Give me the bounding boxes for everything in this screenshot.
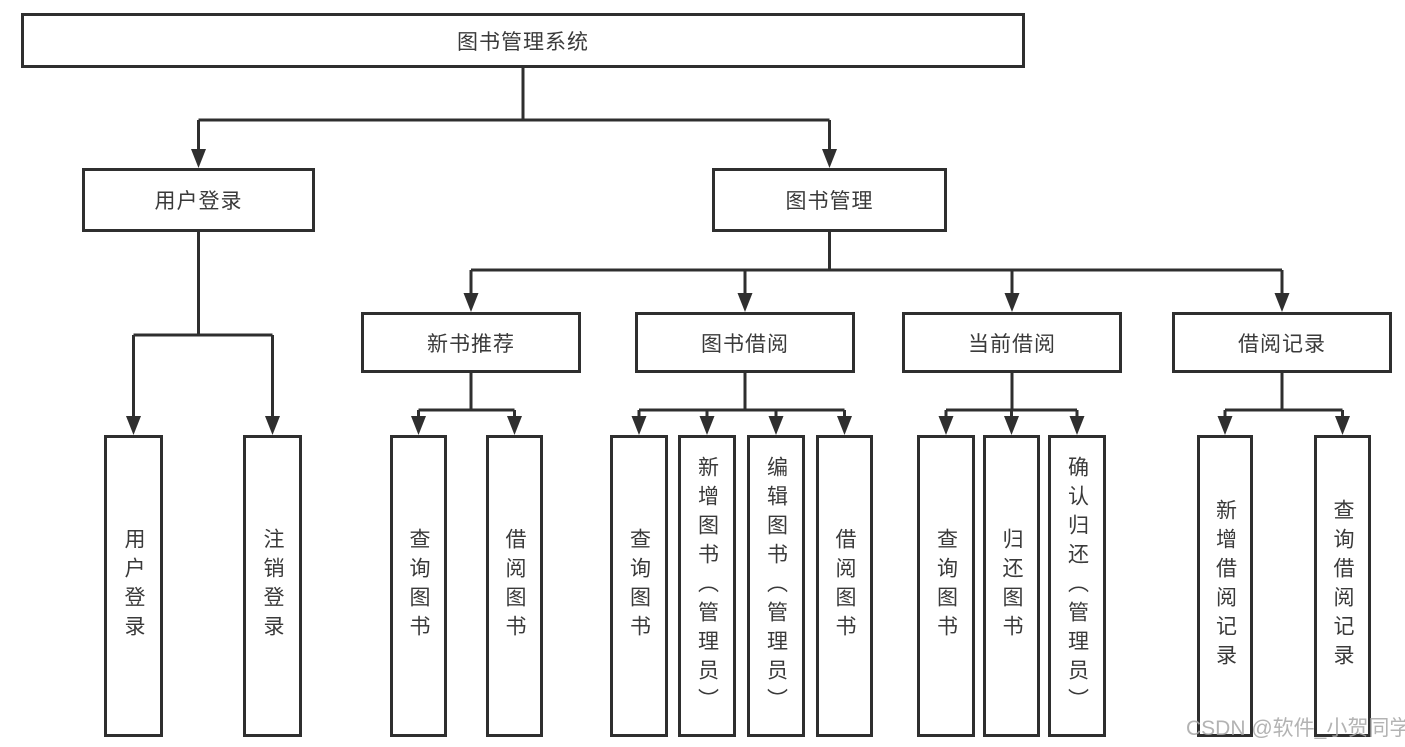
leaf-user-logout: 注销登录 [243,435,302,737]
node-root-system: 图书管理系统 [21,13,1025,68]
node-label: 新增图书（管理员） [695,455,719,717]
connector-login-to-leaves [132,232,274,418]
leaf-user-login: 用户登录 [104,435,163,737]
connector-borrow-to-leaves [637,373,846,418]
node-book-borrow: 图书借阅 [635,312,855,373]
node-label: 归还图书 [1000,528,1023,644]
node-label: 查询图书 [627,528,651,644]
leaf-borrow-edit-books-admin: 编辑图书（管理员） [747,435,805,737]
node-label: 借阅图书 [503,528,526,644]
node-label: 新增借阅记录 [1213,499,1237,673]
node-label: 确认归还（管理员） [1065,455,1089,717]
leaf-current-query-books: 查询图书 [917,435,975,737]
leaf-borrow-borrow-books: 借阅图书 [816,435,873,737]
node-label: 查询借阅记录 [1331,499,1354,673]
csdn-watermark: CSDN @软件_小贺同学 [1186,717,1405,740]
node-label: 图书管理 [785,190,874,213]
leaf-records-query-record: 查询借阅记录 [1314,435,1371,737]
connector-current-to-leaves [944,373,1079,418]
node-label: 借阅图书 [833,528,856,644]
connector-management-to-sections [469,232,1284,295]
leaf-current-return-books: 归还图书 [983,435,1040,737]
node-current-borrow: 当前借阅 [902,312,1122,373]
node-label: 用户登录 [154,190,243,213]
connector-root-to-level2 [197,68,831,151]
node-label: 编辑图书（管理员） [764,455,788,717]
node-borrow-records: 借阅记录 [1172,312,1392,373]
leaf-records-add-record: 新增借阅记录 [1197,435,1253,737]
leaf-recommend-borrow-books: 借阅图书 [486,435,543,737]
node-label: 借阅记录 [1238,332,1326,356]
node-label: 查询图书 [407,528,430,644]
leaf-borrow-add-books-admin: 新增图书（管理员） [678,435,736,737]
leaf-current-confirm-return-admin: 确认归还（管理员） [1048,435,1106,737]
node-label: 用户登录 [122,528,145,644]
node-user-login: 用户登录 [82,168,315,232]
node-label: 注销登录 [261,528,284,644]
node-label: 新书推荐 [427,332,515,356]
connector-records-to-leaves [1223,373,1344,418]
node-new-book-recommend: 新书推荐 [361,312,581,373]
leaf-borrow-query-books: 查询图书 [610,435,668,737]
node-label: 当前借阅 [968,332,1056,356]
arrow-heads [126,149,1350,435]
node-book-management: 图书管理 [712,168,947,232]
node-label: 图书管理系统 [457,30,589,54]
leaf-recommend-query-books: 查询图书 [390,435,447,737]
node-label: 图书借阅 [701,332,789,356]
connector-recommend-to-leaves [417,373,516,418]
node-label: 查询图书 [934,528,958,644]
